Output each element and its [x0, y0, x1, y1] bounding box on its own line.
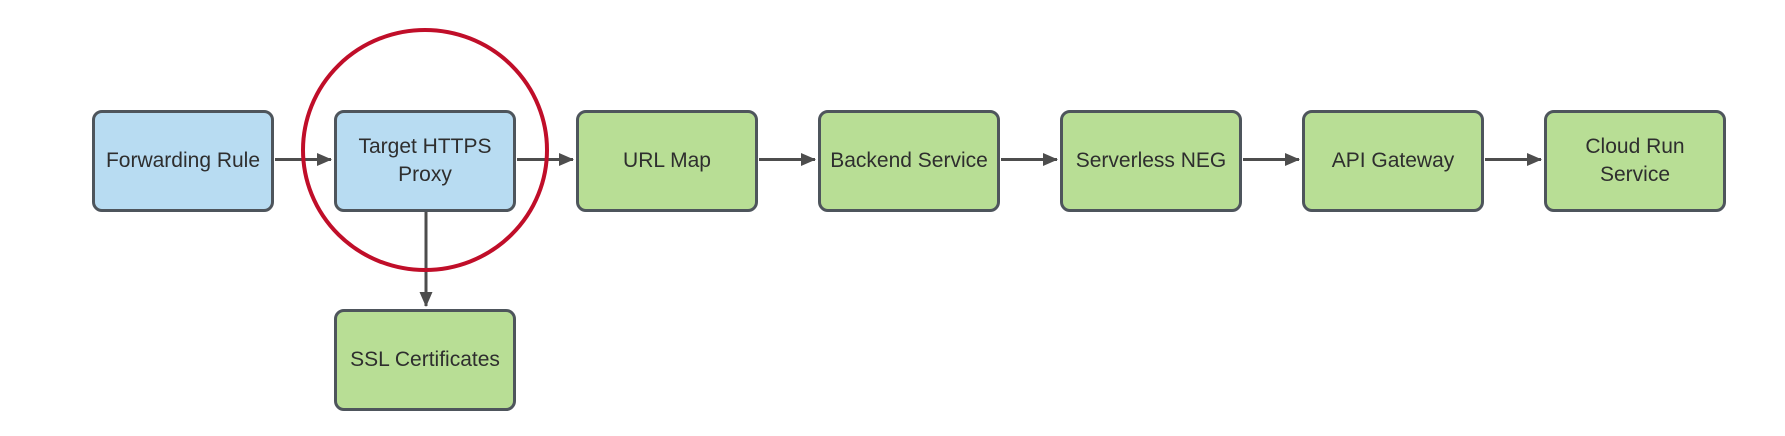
- diagram-canvas: Forwarding Rule Target HTTPS Proxy URL M…: [92, 28, 1726, 411]
- edges-layer: [275, 153, 1542, 307]
